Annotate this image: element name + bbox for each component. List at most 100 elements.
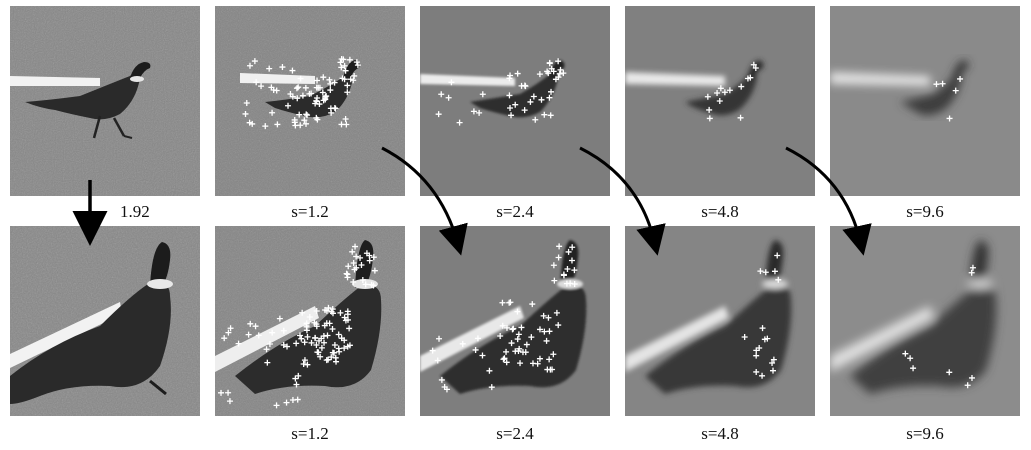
- plus-marker-icon: [946, 115, 953, 122]
- plus-marker-icon: [279, 64, 286, 71]
- plus-marker-icon: [338, 56, 345, 63]
- plus-marker-icon: [769, 360, 776, 367]
- photo-top-s4: [830, 6, 1020, 196]
- photo-bottom-s2: [420, 226, 610, 416]
- plus-marker-icon: [441, 383, 448, 390]
- plus-marker-icon: [568, 257, 575, 264]
- plus-marker-icon: [335, 345, 342, 352]
- plus-marker-icon: [235, 340, 242, 347]
- plus-marker-icon: [536, 326, 543, 333]
- plus-marker-icon: [714, 90, 721, 97]
- plus-marker-icon: [341, 337, 348, 344]
- plus-marker-icon: [351, 266, 358, 273]
- plus-marker-icon: [337, 309, 344, 316]
- plus-marker-icon: [514, 308, 521, 315]
- plus-marker-icon: [548, 65, 555, 72]
- plus-marker-icon: [294, 95, 301, 102]
- scale-label-bottom-1: s=1.2: [291, 424, 329, 443]
- plus-marker-icon: [363, 250, 370, 257]
- scale-label-bottom-3: s=4.8: [701, 424, 739, 443]
- plus-marker-icon: [726, 87, 733, 94]
- plus-marker-icon: [500, 356, 507, 363]
- plus-marker-icon: [354, 62, 361, 69]
- plus-marker-icon: [757, 268, 764, 275]
- plus-marker-icon: [470, 108, 477, 115]
- plus-marker-icon: [503, 359, 510, 366]
- plus-marker-icon: [315, 337, 322, 344]
- feature-markers: [218, 243, 378, 409]
- plus-marker-icon: [459, 340, 466, 347]
- plus-marker-icon: [488, 384, 495, 391]
- plus-marker-icon: [952, 87, 959, 94]
- plus-marker-icon: [255, 332, 262, 339]
- plus-marker-icon: [323, 307, 330, 314]
- plus-marker-icon: [359, 277, 366, 284]
- plus-marker-icon: [331, 105, 338, 112]
- plus-marker-icon: [569, 244, 576, 251]
- plus-marker-icon: [313, 308, 320, 315]
- plus-marker-icon: [293, 381, 300, 388]
- plus-marker-icon: [770, 356, 777, 363]
- plus-marker-icon: [910, 365, 917, 372]
- plus-marker-icon: [750, 61, 757, 68]
- plus-marker-icon: [368, 281, 375, 288]
- plus-marker-icon: [242, 110, 249, 117]
- plus-marker-icon: [295, 372, 302, 379]
- plus-marker-icon: [706, 115, 713, 122]
- plus-marker-icon: [296, 111, 303, 118]
- plus-marker-icon: [550, 262, 557, 269]
- plus-marker-icon: [312, 100, 319, 107]
- plus-marker-icon: [352, 243, 359, 250]
- plus-marker-icon: [540, 312, 547, 319]
- plus-marker-icon: [243, 100, 250, 107]
- plus-marker-icon: [344, 89, 351, 96]
- plus-marker-icon: [497, 333, 504, 340]
- plus-marker-icon: [770, 367, 777, 374]
- plus-marker-icon: [218, 389, 225, 396]
- plus-marker-icon: [964, 382, 971, 389]
- plus-marker-icon: [555, 58, 562, 65]
- plus-marker-icon: [274, 121, 281, 128]
- photo-top-s2: [420, 6, 610, 196]
- plus-marker-icon: [753, 347, 760, 354]
- plus-marker-icon: [301, 117, 308, 124]
- plus-marker-icon: [221, 335, 228, 342]
- plus-marker-icon: [456, 119, 463, 126]
- plus-marker-icon: [438, 91, 445, 98]
- plus-marker-icon: [225, 329, 232, 336]
- plus-marker-icon: [968, 269, 975, 276]
- plus-marker-icon: [266, 340, 273, 347]
- plus-marker-icon: [341, 314, 348, 321]
- plus-marker-icon: [530, 93, 537, 100]
- plus-marker-icon: [435, 111, 442, 118]
- plus-marker-icon: [501, 355, 508, 362]
- plus-marker-icon: [532, 116, 539, 123]
- plus-marker-icon: [547, 366, 554, 373]
- plus-marker-icon: [508, 340, 515, 347]
- plus-marker-icon: [301, 339, 308, 346]
- plus-marker-icon: [300, 361, 307, 368]
- plus-marker-icon: [344, 274, 351, 281]
- plus-marker-icon: [262, 123, 269, 130]
- plus-marker-icon: [351, 72, 358, 79]
- feature-markers: [933, 75, 964, 122]
- plus-marker-icon: [269, 329, 276, 336]
- plus-marker-icon: [317, 353, 324, 360]
- scale-label-bottom-2: s=2.4: [496, 424, 534, 443]
- plus-marker-icon: [306, 90, 313, 97]
- plus-marker-icon: [775, 276, 782, 283]
- plus-marker-icon: [338, 64, 345, 71]
- plus-marker-icon: [503, 324, 510, 331]
- plus-marker-icon: [357, 254, 364, 261]
- plus-marker-icon: [737, 114, 744, 121]
- plus-marker-icon: [299, 92, 306, 99]
- plus-marker-icon: [564, 265, 571, 272]
- plus-marker-icon: [344, 316, 351, 323]
- plus-marker-icon: [445, 94, 452, 101]
- plus-marker-icon: [536, 71, 543, 78]
- plus-marker-icon: [371, 267, 378, 274]
- plus-marker-icon: [353, 253, 360, 260]
- photo-top-s3: [625, 6, 815, 196]
- plus-marker-icon: [514, 336, 521, 343]
- plus-marker-icon: [337, 59, 344, 66]
